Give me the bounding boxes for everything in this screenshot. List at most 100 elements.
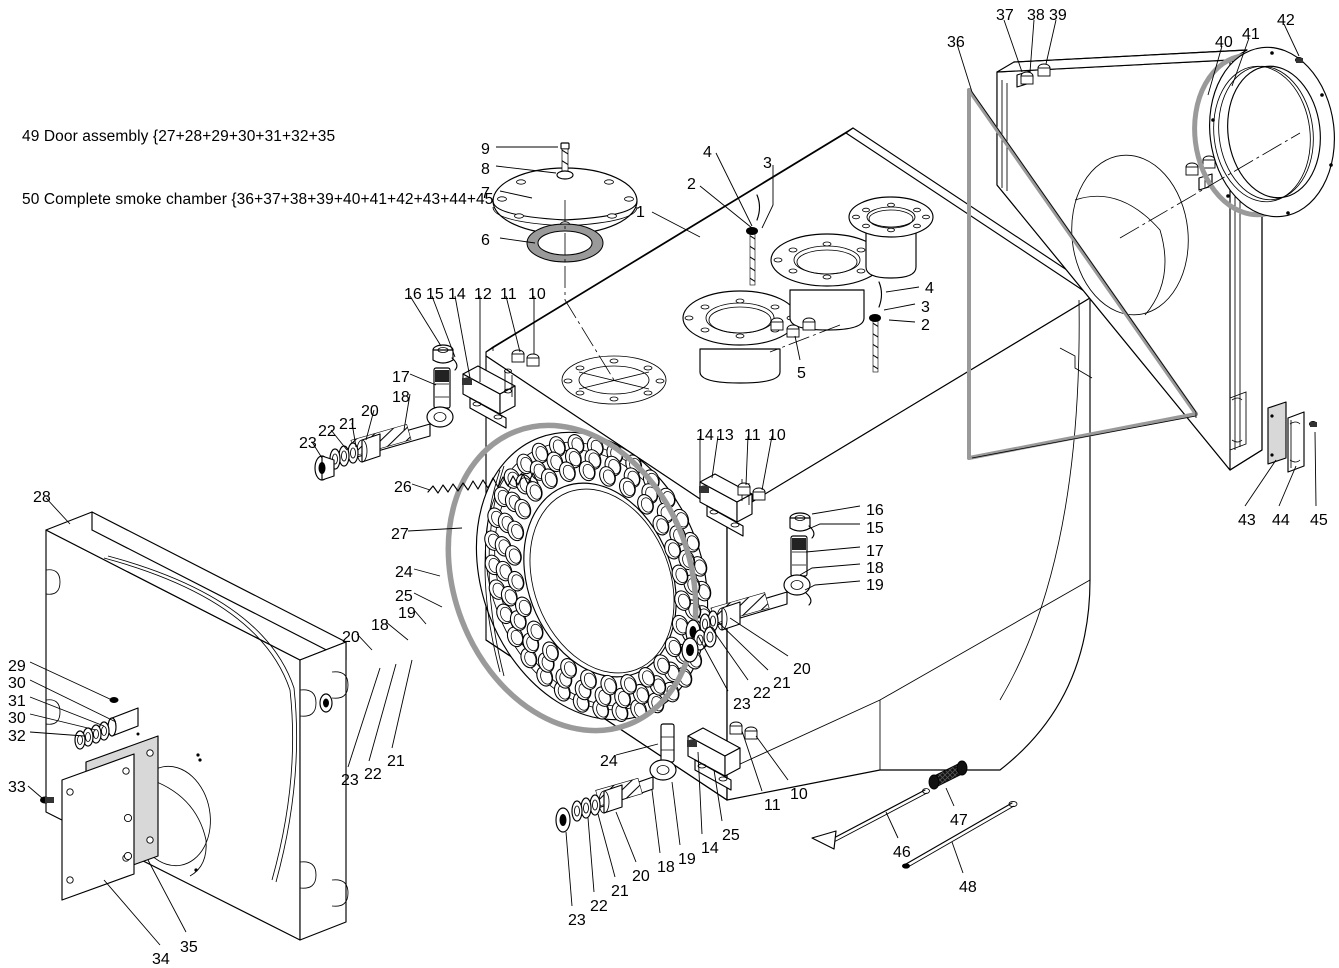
callout-41: 41 <box>1242 26 1260 43</box>
callout-26: 26 <box>394 479 412 496</box>
callout-17b: 17 <box>866 543 884 560</box>
callout-21d: 21 <box>611 883 629 900</box>
callout-6: 6 <box>481 232 490 249</box>
callout-22c: 22 <box>753 685 771 702</box>
callout-20: 20 <box>361 403 379 420</box>
callout-4b: 4 <box>925 280 934 297</box>
upper-nut-16 <box>432 344 454 364</box>
capnut-23 <box>314 455 335 481</box>
callout-10d: 10 <box>790 786 808 803</box>
flange-nuts-group-5 <box>770 317 816 338</box>
callout-20b: 20 <box>342 629 360 646</box>
callout-24b: 24 <box>600 753 618 770</box>
callout-2: 2 <box>687 176 696 193</box>
lower-capnut-23 <box>555 807 571 833</box>
right-nut-16 <box>789 512 811 532</box>
burner-flange-ring-41 <box>1209 46 1335 218</box>
callout-28: 28 <box>33 489 51 506</box>
callout-23c: 23 <box>733 696 751 713</box>
callout-34: 34 <box>152 951 170 968</box>
cover-gasket-43 <box>1267 401 1287 465</box>
callout-15: 15 <box>426 286 444 303</box>
callout-18d: 18 <box>657 859 675 876</box>
callout-45: 45 <box>1310 512 1328 529</box>
tube-holes <box>484 434 712 722</box>
callout-18b: 18 <box>371 617 389 634</box>
right-sleeve-20 <box>716 601 741 631</box>
corner-bolts-10-11-lower <box>729 721 758 740</box>
rod-tool-48 <box>902 800 1018 869</box>
scraper-tool-46 <box>811 788 930 850</box>
door-screw-33 <box>40 796 54 804</box>
rear-gasket-panel-36 <box>967 88 1198 460</box>
callout-12: 12 <box>474 286 492 303</box>
callout-21b: 21 <box>387 753 405 770</box>
callout-30b: 30 <box>8 710 26 727</box>
callout-29: 29 <box>8 658 26 675</box>
lower-pin-24 <box>660 723 675 763</box>
upper-hinge-bracket-12 <box>462 365 516 429</box>
burner-screw-42 <box>1295 57 1303 63</box>
callout-25: 25 <box>395 588 413 605</box>
corner-bolts-10-11-mid <box>737 482 766 501</box>
callout-23d: 23 <box>568 912 586 929</box>
callout-32: 32 <box>8 728 26 745</box>
callout-33: 33 <box>8 779 26 796</box>
corner-bolts-10-11-upper <box>511 349 540 367</box>
centerline-burner <box>1119 132 1301 239</box>
callout-19: 19 <box>398 605 416 622</box>
cover-screw-45 <box>1309 421 1317 427</box>
legend-line-50: 50 Complete smoke chamber {36+37+38+39+4… <box>22 191 494 208</box>
callout-22b: 22 <box>364 766 382 783</box>
callout-23: 23 <box>299 435 317 452</box>
lower-hinge-pin-14 <box>687 739 697 747</box>
nozzle-flange-right <box>848 196 934 279</box>
right-bush-17 <box>790 535 808 577</box>
callout-21: 21 <box>339 416 357 433</box>
callout-47: 47 <box>950 812 968 829</box>
callout-14c: 14 <box>696 427 714 444</box>
callout-40: 40 <box>1215 34 1233 51</box>
callout-27: 27 <box>391 526 409 543</box>
callout-30: 30 <box>8 675 26 692</box>
callout-2b: 2 <box>921 317 930 334</box>
callout-16: 16 <box>404 286 422 303</box>
callout-38: 38 <box>1027 7 1045 24</box>
smoke-chamber-36-42 <box>996 49 1263 471</box>
centerline-nozzle <box>769 324 841 353</box>
callout-14d: 14 <box>701 840 719 857</box>
callout-17: 17 <box>392 369 410 386</box>
brush-head-47 <box>928 760 968 790</box>
door-bolt-stack-29-32 <box>74 697 140 750</box>
manhole-bolt-9 <box>560 142 570 172</box>
callout-19b: 19 <box>866 577 884 594</box>
rope-gasket-26 <box>427 472 539 494</box>
callout-8: 8 <box>481 161 490 178</box>
callout-3b: 3 <box>921 299 930 316</box>
callout-43: 43 <box>1238 512 1256 529</box>
callout-19c: 19 <box>678 851 696 868</box>
callout-4: 4 <box>703 144 712 161</box>
callout-24: 24 <box>395 564 413 581</box>
nozzle-flange-left <box>682 290 798 384</box>
callout-44: 44 <box>1272 512 1290 529</box>
callout-18c: 18 <box>866 560 884 577</box>
callout-48: 48 <box>959 879 977 896</box>
callout-11d: 11 <box>764 797 781 814</box>
door-right-hinge-nut <box>319 693 333 713</box>
bush-17 <box>433 367 451 409</box>
centerline-manhole <box>564 200 615 381</box>
callout-9: 9 <box>481 141 490 158</box>
mid-hinge-pin-14 <box>699 485 709 493</box>
callout-35: 35 <box>180 939 198 956</box>
callout-22: 22 <box>318 423 336 440</box>
callout-11: 11 <box>500 286 517 303</box>
callout-39: 39 <box>1049 7 1067 24</box>
callout-14: 14 <box>448 286 466 303</box>
legend-line-49: 49 Door assembly {27+28+29+30+31+32+35 <box>22 128 336 145</box>
flange-stud-left <box>746 194 761 286</box>
leader-lines <box>27 19 1317 946</box>
callout-20d: 20 <box>632 868 650 885</box>
manhole-washer-8 <box>556 170 574 180</box>
